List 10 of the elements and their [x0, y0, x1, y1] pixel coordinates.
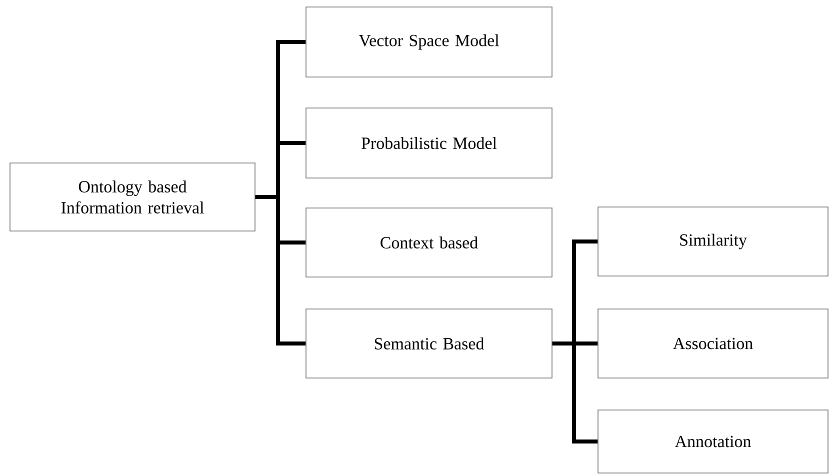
category-box: Association [598, 308, 828, 378]
category-box: Vector Space Model [306, 6, 552, 78]
connector-line [552, 342, 598, 444]
category-box: Semantic Based [306, 308, 552, 378]
connector-line [255, 195, 306, 346]
category-box: Annotation [598, 410, 828, 474]
category-box: Probabilistic Model [306, 108, 552, 178]
category-box: Context based [306, 208, 552, 278]
category-box: Similarity [598, 206, 828, 276]
category-box: Ontology based Information retrieval [10, 162, 256, 232]
